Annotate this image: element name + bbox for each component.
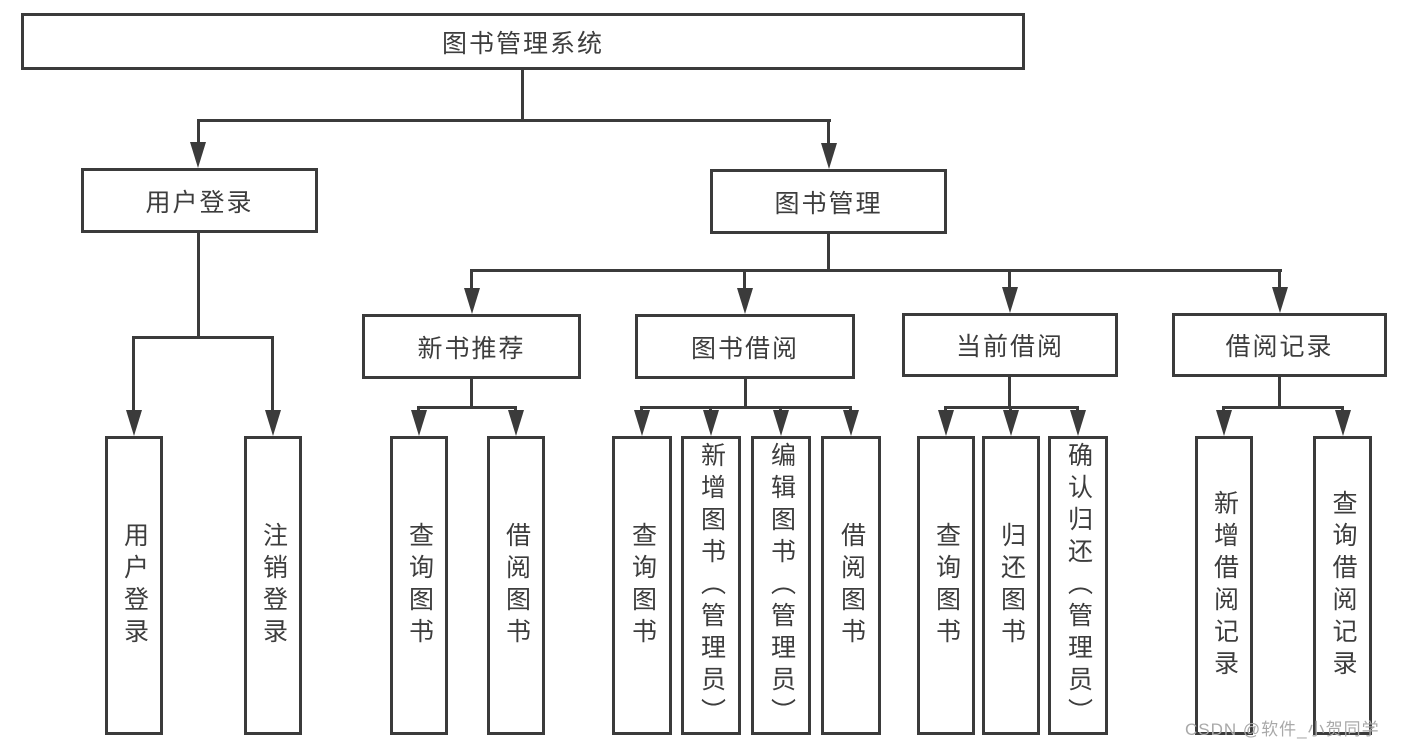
arrow-down-icon <box>1335 410 1351 436</box>
connector-userlogin-stem <box>197 233 200 339</box>
arrow-down-icon <box>1070 410 1086 436</box>
arrow-down-icon <box>265 410 281 436</box>
arrow-down-icon <box>190 142 206 168</box>
leaf-confirm-return-admin: 确认归还（管理员） <box>1048 436 1108 735</box>
arrow-down-icon <box>508 410 524 436</box>
connector-stem <box>743 269 746 294</box>
connector-stem <box>1008 269 1011 294</box>
arrow-down-icon <box>737 288 753 314</box>
leaf-add-books-admin: 新增图书（管理员） <box>681 436 741 735</box>
connector-stem <box>1278 269 1281 294</box>
leaf-query-books-current: 查询图书 <box>917 436 975 735</box>
leaf-add-borrow-record: 新增借阅记录 <box>1195 436 1253 735</box>
connector-bookmgmt-bus <box>470 269 1282 272</box>
node-new-book-recommendation: 新书推荐 <box>362 314 581 379</box>
connector-newrec-stem <box>470 379 473 409</box>
leaf-logout: 注销登录 <box>244 436 302 735</box>
arrow-down-icon <box>843 410 859 436</box>
arrow-down-icon <box>1002 287 1018 313</box>
arrow-down-icon <box>821 143 837 169</box>
leaf-query-books-borrow: 查询图书 <box>612 436 672 735</box>
connector-current-stem <box>1008 377 1011 409</box>
arrow-down-icon <box>126 410 142 436</box>
connector-root-bus <box>197 119 831 122</box>
arrow-down-icon <box>1003 410 1019 436</box>
connector-newrec-bus <box>417 406 517 409</box>
connector-records-bus <box>1222 406 1344 409</box>
arrow-down-icon <box>1272 287 1288 313</box>
node-book-borrowing: 图书借阅 <box>635 314 855 379</box>
node-book-management: 图书管理 <box>710 169 947 234</box>
node-book-management-system: 图书管理系统 <box>21 13 1025 70</box>
node-borrowing-records: 借阅记录 <box>1172 313 1387 377</box>
connector-root-stem <box>521 70 524 121</box>
leaf-query-borrow-record: 查询借阅记录 <box>1313 436 1372 735</box>
node-current-borrowing: 当前借阅 <box>902 313 1118 377</box>
csdn-watermark: CSDN @软件_小贺同学 <box>1185 720 1380 739</box>
connector-stem <box>827 119 830 149</box>
arrow-down-icon <box>773 410 789 436</box>
arrow-down-icon <box>703 410 719 436</box>
arrow-down-icon <box>1216 410 1232 436</box>
arrow-down-icon <box>634 410 650 436</box>
connector-stem <box>470 269 473 294</box>
arrow-down-icon <box>464 288 480 314</box>
connector-stem <box>132 336 135 416</box>
leaf-user-login: 用户登录 <box>105 436 163 735</box>
leaf-return-books: 归还图书 <box>982 436 1040 735</box>
connector-borrow-stem <box>744 379 747 409</box>
connector-records-stem <box>1278 377 1281 409</box>
leaf-borrow-books-newrec: 借阅图书 <box>487 436 545 735</box>
node-user-login: 用户登录 <box>81 168 318 233</box>
leaf-query-books-newrec: 查询图书 <box>390 436 448 735</box>
connector-borrow-bus <box>640 406 852 409</box>
connector-stem <box>271 336 274 416</box>
arrow-down-icon <box>411 410 427 436</box>
connector-bookmgmt-stem <box>827 234 830 272</box>
connector-userlogin-bus <box>132 336 274 339</box>
leaf-borrow-books: 借阅图书 <box>821 436 881 735</box>
leaf-edit-books-admin: 编辑图书（管理员） <box>751 436 811 735</box>
connector-stem <box>197 119 200 148</box>
arrow-down-icon <box>938 410 954 436</box>
